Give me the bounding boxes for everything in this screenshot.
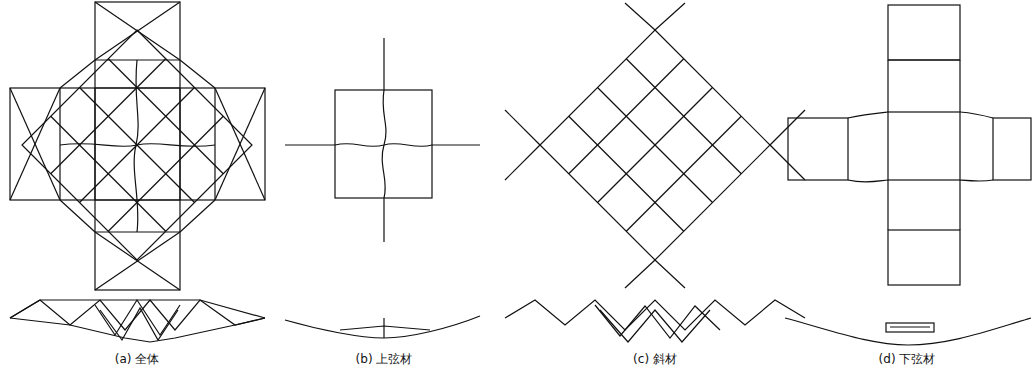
lower-chord-plan <box>788 5 1031 285</box>
lower-chord-elevation <box>785 318 1031 345</box>
diagonal-elevation <box>505 300 805 342</box>
upper-chord-elevation <box>285 316 480 338</box>
whole-plan <box>10 2 265 290</box>
panel-caption: (d) 下弦材 <box>877 352 938 366</box>
panel-caption: (c) 斜材 <box>631 352 679 366</box>
diagonal-plan <box>505 3 805 288</box>
panel-caption: (b) 上弦材 <box>354 352 415 366</box>
panel-caption: (a) 全体 <box>113 352 162 366</box>
whole-elevation <box>10 300 265 342</box>
upper-chord-plan <box>285 38 480 242</box>
